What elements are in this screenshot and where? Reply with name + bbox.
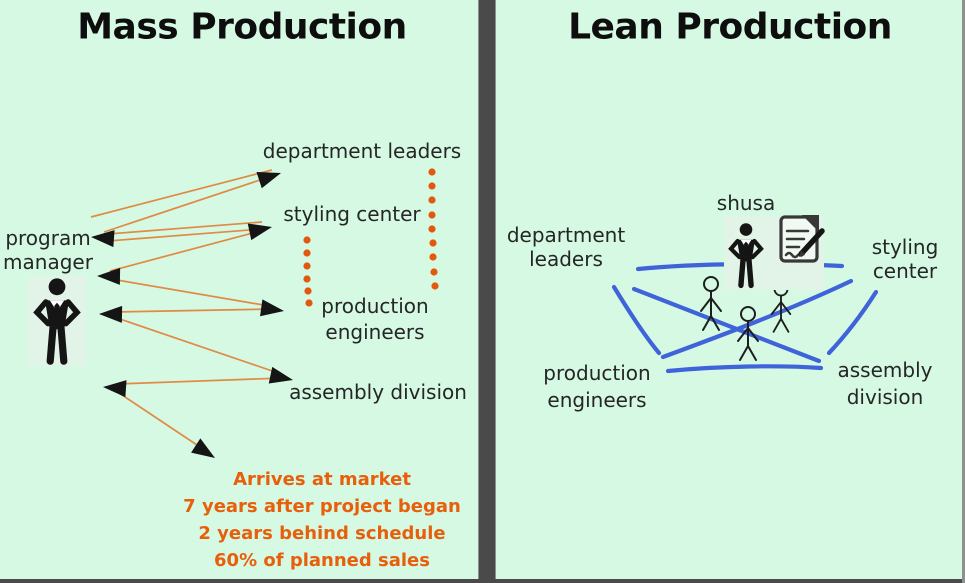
lean-production-title: Lean Production	[568, 6, 892, 48]
arrowhead-to-assembly-division	[268, 366, 293, 384]
label-lean-department-leaders: department leaders	[506, 223, 626, 271]
label-program-manager: program manager	[3, 226, 93, 274]
label-mass-production-engineers: production engineers	[321, 294, 429, 344]
arrowhead-to-production-engineers	[260, 299, 284, 317]
mass-communication-arrows	[90, 169, 293, 458]
arrowhead-to-market	[191, 438, 215, 458]
arrowhead-to-program-manager-4	[103, 380, 127, 398]
label-mass-styling-center: styling center	[283, 202, 421, 226]
label-lean-assembly-division: assembly division	[837, 358, 933, 409]
delay-dotted-line-departments	[428, 168, 439, 290]
label-shusa: shusa	[716, 191, 776, 215]
delay-dotted-line-styling	[303, 236, 313, 307]
label-lean-styling-center: styling center	[871, 235, 939, 283]
arrowhead-to-program-manager-1	[91, 230, 115, 248]
label-mass-assembly-division: assembly division	[289, 380, 467, 404]
mass-production-title: Mass Production	[77, 6, 407, 48]
panel-divider	[478, 0, 496, 583]
arrowhead-to-program-manager-3	[99, 305, 123, 323]
arrowhead-to-department-leaders	[256, 172, 281, 189]
arrowhead-to-styling-center	[247, 223, 272, 241]
right-border	[962, 0, 965, 583]
document-pen-icon	[779, 215, 825, 263]
mass-production-outcome-text: Arrives at market 7 years after project …	[183, 469, 461, 571]
arrowhead-to-program-manager-2	[97, 267, 121, 285]
label-mass-department-leaders: department leaders	[262, 139, 462, 163]
label-lean-production-engineers: production engineers	[543, 361, 651, 412]
bottom-border	[0, 579, 965, 583]
